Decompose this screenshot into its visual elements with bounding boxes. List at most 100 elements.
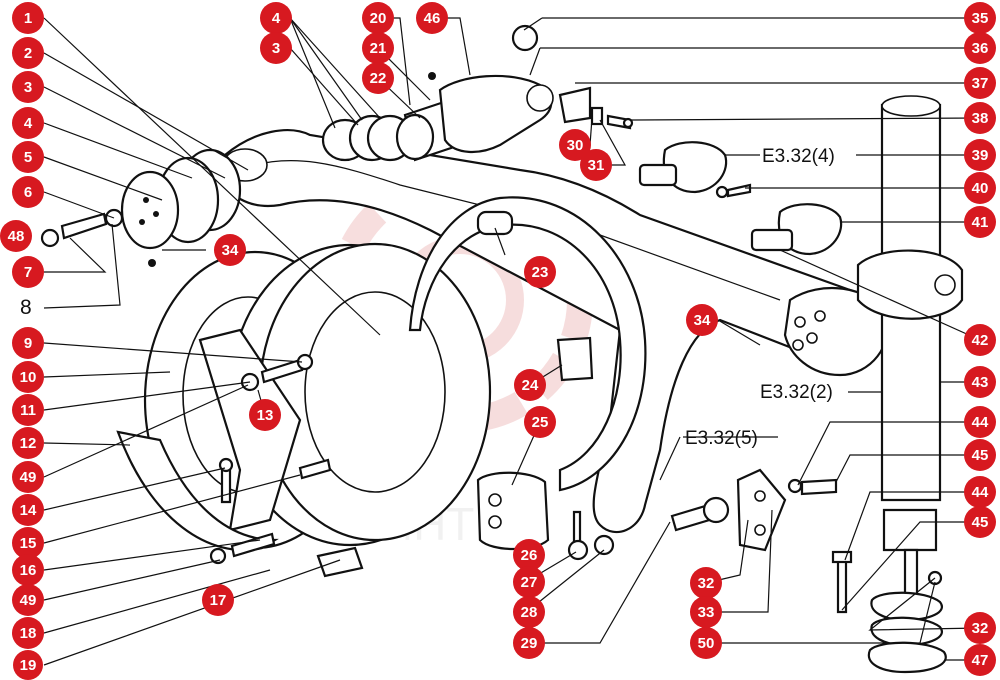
- badge-15: 15: [12, 527, 44, 559]
- svg-text:50: 50: [698, 635, 715, 652]
- svg-text:2: 2: [24, 45, 32, 62]
- svg-text:18: 18: [20, 625, 37, 642]
- svg-text:20: 20: [370, 10, 387, 27]
- svg-text:49: 49: [20, 592, 37, 609]
- nut-48: [40, 228, 60, 248]
- svg-text:43: 43: [972, 374, 989, 391]
- svg-text:3: 3: [24, 79, 32, 96]
- badge-38: 38: [964, 102, 996, 134]
- nut-27: [567, 539, 589, 561]
- svg-text:28: 28: [521, 604, 538, 621]
- svg-text:5: 5: [24, 149, 32, 166]
- brake-shoe: [198, 328, 302, 532]
- clamp-33: [736, 468, 787, 552]
- strut-collar: [856, 249, 964, 320]
- badge-43: 43: [964, 366, 996, 398]
- bolt-7: [60, 212, 108, 240]
- svg-text:49: 49: [20, 469, 37, 486]
- svg-text:34: 34: [694, 312, 711, 329]
- svg-text:25: 25: [532, 414, 549, 431]
- badge-50: 50: [690, 627, 722, 659]
- svg-text:4: 4: [272, 10, 281, 27]
- badge-24: 24: [514, 369, 546, 401]
- badge-3-top: 3: [260, 32, 292, 64]
- washer-40: [715, 185, 729, 199]
- badge-16: 16: [12, 554, 44, 586]
- strut-top: [881, 95, 941, 117]
- svg-text:27: 27: [521, 574, 538, 591]
- badge-33: 33: [690, 596, 722, 628]
- badge-9: 9: [12, 327, 44, 359]
- badge-34-left: 34: [214, 234, 246, 266]
- svg-text:34: 34: [222, 242, 239, 259]
- badge-30: 30: [559, 129, 591, 161]
- svg-text:36: 36: [972, 40, 989, 57]
- badge-32: 32: [690, 567, 722, 599]
- badge-6: 6: [12, 176, 44, 208]
- badge-40: 40: [964, 172, 996, 204]
- ref-e3-32-5: E3.32(5): [685, 428, 758, 449]
- badge-18: 18: [12, 617, 44, 649]
- svg-text:44: 44: [972, 414, 989, 431]
- svg-text:7: 7: [24, 264, 32, 281]
- badge-11: 11: [12, 394, 44, 426]
- svg-text:33: 33: [698, 604, 715, 621]
- plate-top: [870, 591, 943, 622]
- plate-mid: [870, 616, 943, 647]
- svg-text:30: 30: [567, 137, 584, 154]
- svg-text:24: 24: [522, 377, 539, 394]
- badge-29: 29: [513, 627, 545, 659]
- badge-13: 13: [249, 399, 281, 431]
- badge-49-lower: 49: [12, 584, 44, 616]
- badge-32-right: 32: [964, 612, 996, 644]
- svg-text:3: 3: [272, 40, 280, 57]
- badge-28: 28: [513, 596, 545, 628]
- svg-text:38: 38: [972, 110, 989, 127]
- svg-text:31: 31: [588, 157, 605, 174]
- svg-text:40: 40: [972, 180, 989, 197]
- badge-35: 35: [964, 2, 996, 34]
- badge-45-lower: 45: [964, 506, 996, 538]
- svg-text:47: 47: [972, 652, 989, 669]
- badge-22: 22: [362, 62, 394, 94]
- badge-21: 21: [362, 32, 394, 64]
- badge-14: 14: [12, 494, 44, 526]
- svg-text:26: 26: [521, 547, 538, 564]
- plate-19: [316, 546, 364, 578]
- svg-text:39: 39: [972, 147, 989, 164]
- badge-44-lower: 44: [964, 476, 996, 508]
- badge-48: 48: [0, 220, 32, 252]
- part-23: [476, 210, 514, 236]
- badge-36: 36: [964, 32, 996, 64]
- badge-25: 25: [524, 406, 556, 438]
- svg-text:16: 16: [20, 562, 37, 579]
- badge-12: 12: [12, 427, 44, 459]
- badge-37: 37: [964, 67, 996, 99]
- bolt-9: [260, 358, 304, 384]
- badge-1: 1: [12, 2, 44, 34]
- svg-text:1: 1: [24, 10, 32, 27]
- label-8: 8: [20, 296, 32, 319]
- badge-3: 3: [12, 71, 44, 103]
- leader-lines: [43, 17, 981, 666]
- badge-26: 26: [513, 539, 545, 571]
- hub-disc: [120, 148, 242, 250]
- plate-bottom: [867, 641, 947, 674]
- badge-41: 41: [964, 206, 996, 238]
- badge-31: 31: [580, 149, 612, 181]
- badge-2: 2: [12, 37, 44, 69]
- svg-text:45: 45: [972, 514, 989, 531]
- svg-text:23: 23: [532, 264, 549, 281]
- svg-text:15: 15: [20, 535, 37, 552]
- svg-text:22: 22: [370, 70, 387, 87]
- svg-text:12: 12: [20, 435, 37, 452]
- svg-text:32: 32: [972, 620, 989, 637]
- svg-text:32: 32: [698, 575, 715, 592]
- caliper: [476, 471, 550, 550]
- svg-text:11: 11: [20, 402, 36, 419]
- badge-47: 47: [964, 644, 996, 676]
- badge-34-right: 34: [686, 304, 718, 336]
- arm-pivot-housing: [783, 286, 889, 377]
- upper-bearing-assembly: [321, 24, 554, 162]
